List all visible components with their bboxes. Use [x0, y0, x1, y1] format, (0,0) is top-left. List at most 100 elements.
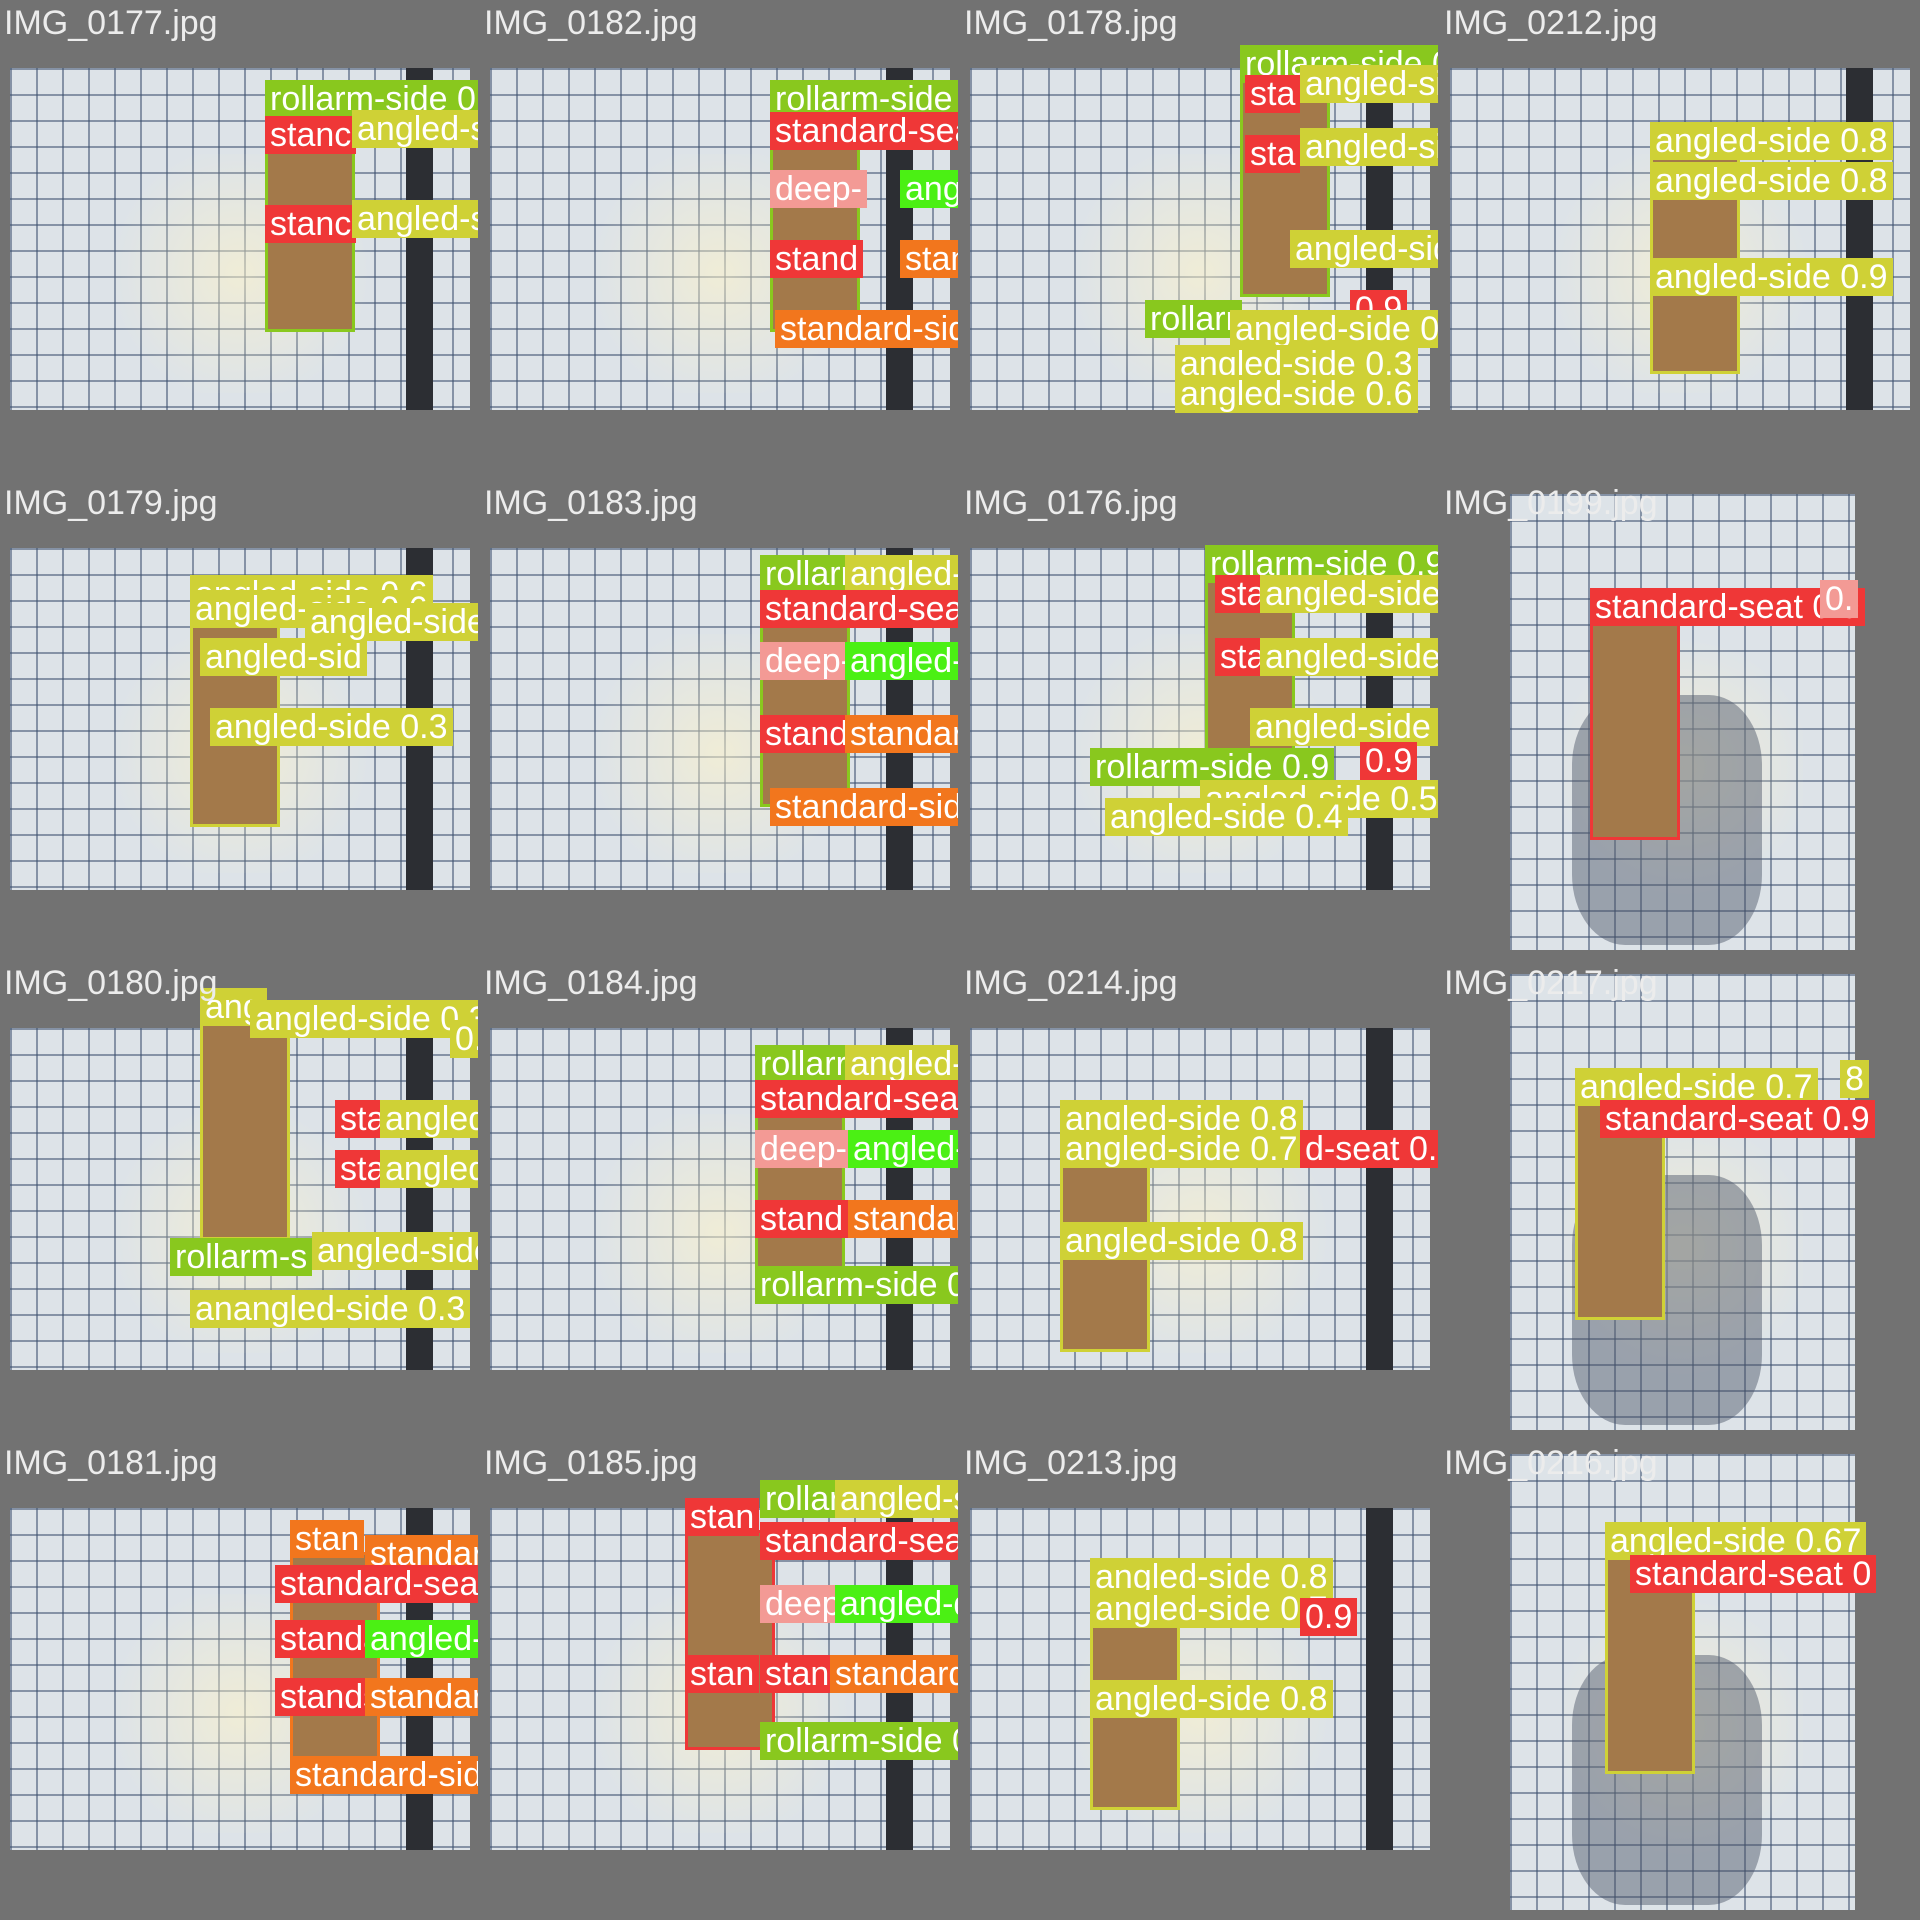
detection-label: angled-side 0.8	[352, 110, 478, 148]
detection-label: sta	[1245, 75, 1301, 113]
detection-label: angled-side 0.8	[1650, 162, 1893, 200]
image-tile: angled-side 0.6angled-side 0.6angled-sid…	[0, 480, 478, 958]
detection-label: rollarm-side 0.9	[760, 1722, 958, 1760]
detection-label: angled-side 0.6	[1175, 375, 1418, 413]
detection-label: angled-side 0.7	[1090, 1590, 1333, 1628]
detection-label: standard-seat 1.0	[770, 112, 958, 150]
detection-label: angled-sid	[200, 638, 367, 676]
detection-label: stanc	[265, 116, 357, 154]
detection-label: rollarm-side 0.3	[770, 80, 958, 118]
image-filename: IMG_0184.jpg	[484, 964, 698, 1002]
detection-label: rollarr	[1145, 300, 1242, 338]
detection-box	[685, 1530, 775, 1750]
image-filename: IMG_0199.jpg	[1444, 484, 1658, 522]
furniture-piece	[1590, 620, 1680, 840]
image-filename: IMG_0185.jpg	[484, 1444, 698, 1482]
detection-label: angled-side 0.8	[845, 555, 958, 593]
detection-label: angled-side 0.8	[1060, 1222, 1303, 1260]
furniture-piece	[685, 1530, 775, 1750]
image-filename: IMG_0183.jpg	[484, 484, 698, 522]
detection-label: sta	[1245, 135, 1301, 173]
detection-label: angled-side 0.4	[1105, 798, 1348, 836]
detection-label: stan	[685, 1498, 760, 1536]
detection-label: angled-side 0.7	[380, 1150, 478, 1188]
detection-label: deep-	[760, 642, 857, 680]
detection-label: deep-	[755, 1130, 852, 1168]
image-filename: IMG_0178.jpg	[964, 4, 1178, 42]
detection-label: angled-side 0.7	[380, 1100, 478, 1138]
detection-label: angled-side 0.8	[1300, 65, 1438, 103]
detection-label: rollarm-side 0.9	[755, 1266, 958, 1304]
detection-label: stan	[685, 1655, 760, 1693]
detection-label: standard-side 0.8	[290, 1756, 478, 1794]
detection-label: standard-seat 0	[1630, 1555, 1877, 1593]
detection-box	[200, 1020, 290, 1240]
table-photo	[490, 1028, 950, 1370]
image-filename: IMG_0179.jpg	[4, 484, 218, 522]
image-filename: IMG_0182.jpg	[484, 4, 698, 42]
detection-label: standard-side 0.8	[900, 240, 958, 278]
detection-label: standard-seat 0.9	[275, 1565, 478, 1603]
detection-label: angled-side 0.8	[835, 1480, 958, 1518]
table-rail	[1845, 68, 1874, 410]
image-filename: IMG_0213.jpg	[964, 1444, 1178, 1482]
image-filename: IMG_0176.jpg	[964, 484, 1178, 522]
detection-label: angled-side 0.8	[1250, 708, 1438, 746]
detection-label: rollarm-side 0.9	[1090, 748, 1335, 786]
detection-label: standard-side 0.9	[365, 1678, 478, 1716]
detection-label: angled-side 0.8	[1090, 1558, 1333, 1596]
detection-label: angled-side 0.3	[1230, 310, 1438, 348]
image-filename: IMG_0180.jpg	[4, 964, 218, 1002]
detection-label: standard-seat 0.9	[1590, 588, 1865, 626]
detection-label: stand	[760, 715, 854, 753]
detection-label: standard-seat 1.0	[760, 590, 958, 628]
detection-label: rollarm-s	[170, 1238, 313, 1276]
detection-label: deep-s	[760, 1585, 874, 1623]
table-rail	[1365, 1028, 1394, 1370]
detection-label: angled-deep	[835, 1585, 958, 1623]
image-tile: angled-side 0.8 angled-side 0.7d-seat 0.9…	[960, 960, 1438, 1438]
detection-label: standard-side 0.9	[848, 1200, 958, 1238]
detection-label: deep-	[770, 170, 867, 208]
image-filename: IMG_0177.jpg	[4, 4, 218, 42]
detection-label: stand	[755, 1200, 849, 1238]
detection-box	[1590, 620, 1680, 840]
detection-label: angled-side 0.3	[250, 1000, 478, 1038]
image-filename: IMG_0216.jpg	[1444, 1444, 1658, 1482]
image-filename: IMG_0217.jpg	[1444, 964, 1658, 1002]
detection-label: standard-side 0.8	[770, 788, 958, 826]
detection-label: angled-side 0.7	[1260, 575, 1438, 613]
image-filename: IMG_0212.jpg	[1444, 4, 1658, 42]
detection-label: 0.9	[1360, 742, 1418, 780]
detection-label: angled-deep-side 0.9	[365, 1620, 478, 1658]
furniture-piece	[200, 1020, 290, 1240]
detection-label: angled-side 0.3	[210, 708, 453, 746]
detection-label: standard-seat 0.9	[1600, 1100, 1875, 1138]
detection-label: angled-side 0.8	[1290, 230, 1438, 268]
image-filename: IMG_0181.jpg	[4, 1444, 218, 1482]
detection-label: angled-side 0.8	[1300, 128, 1438, 166]
detection-label: angled-side 0.7	[1575, 1068, 1818, 1106]
detection-label: angled-side 0.3	[312, 1232, 478, 1270]
detection-label: 0.9	[1300, 1598, 1358, 1636]
detection-label: angled-side 0.7	[1060, 1130, 1303, 1168]
image-tile: rollarm-side 0.9staangled-side 0.8staang…	[960, 0, 1438, 478]
detection-label: stanc	[265, 205, 357, 243]
detection-label: rollarr	[755, 1045, 852, 1083]
image-tile: rollarm-side 0.9stancangled-side 0.8stan…	[0, 0, 478, 478]
detection-label: angled-deep-side 0.9	[900, 170, 958, 208]
detection-label: d-seat 0.9	[1300, 1130, 1438, 1168]
detection-label: 8	[1840, 1060, 1869, 1098]
detection-label: standard-seat 0.9	[755, 1080, 958, 1118]
